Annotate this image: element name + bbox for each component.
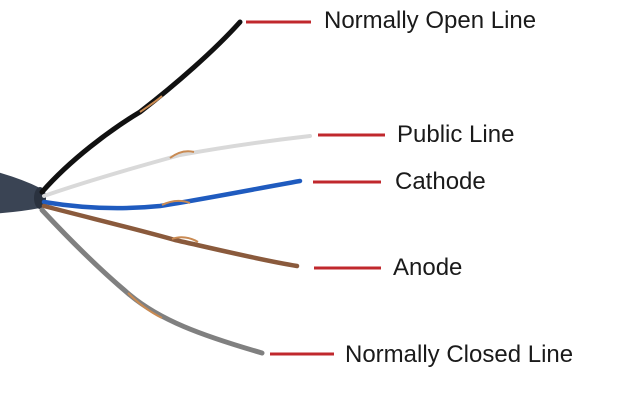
label-anode: Anode <box>393 254 463 281</box>
label-normally-closed-line: Normally Closed Line <box>345 341 574 368</box>
cable-jacket <box>0 172 40 214</box>
white-wire-copper <box>169 150 195 159</box>
gray-wire-copper <box>127 292 163 319</box>
white-wire <box>42 134 312 198</box>
blue-wire <box>41 178 303 211</box>
brown-wire <box>41 203 300 269</box>
brown-wire-copper <box>171 236 199 243</box>
label-cathode: Cathode <box>395 168 486 195</box>
blue-wire-copper <box>161 199 191 206</box>
black-wire-copper <box>139 95 163 113</box>
label-public-line: Public Line <box>397 121 515 148</box>
label-normally-open-line: Normally Open Line <box>324 7 537 34</box>
